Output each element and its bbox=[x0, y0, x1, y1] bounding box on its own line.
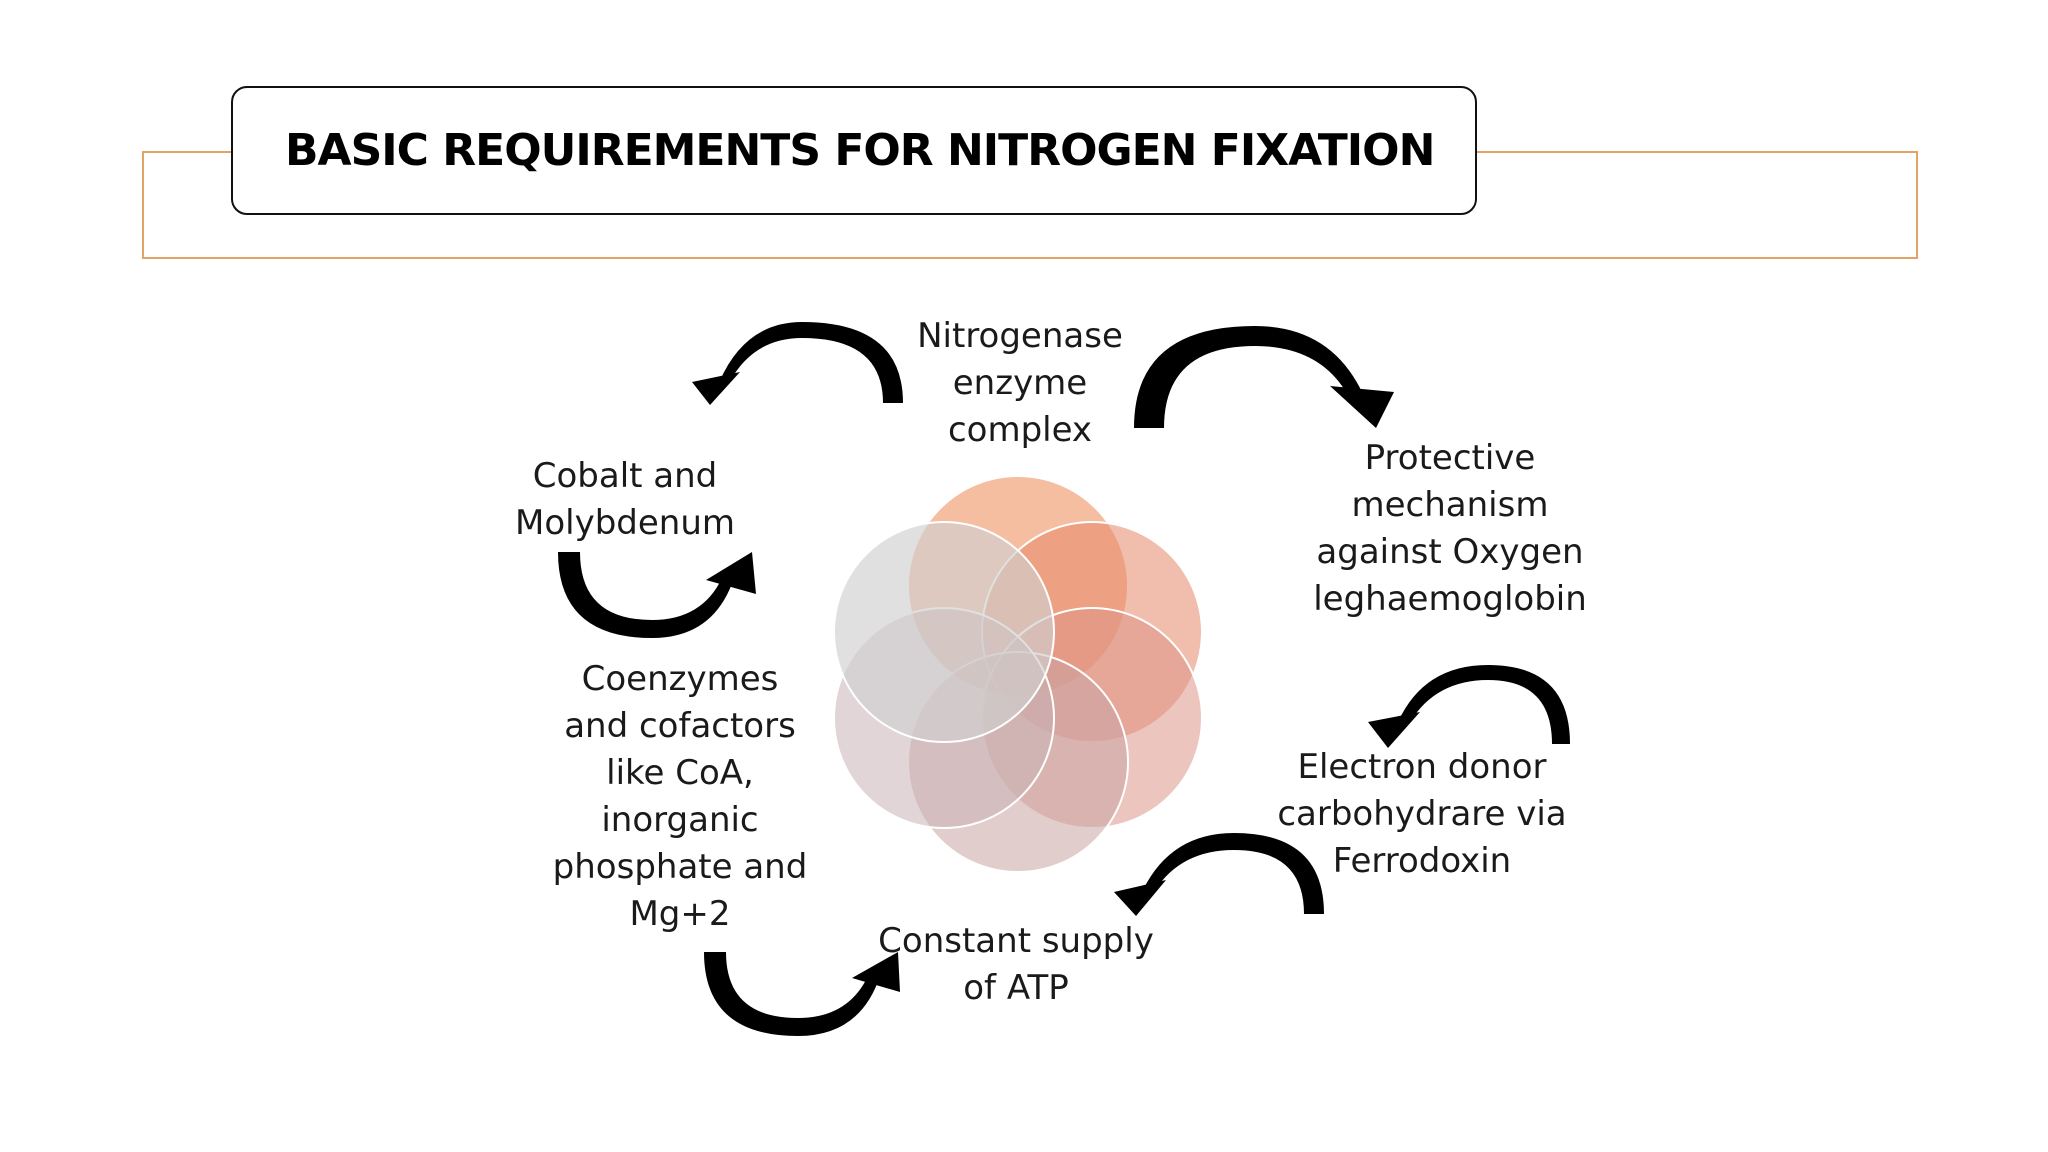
label-line: Cobalt and bbox=[532, 456, 718, 496]
label-line: and cofactors bbox=[564, 706, 796, 746]
arrowhead-electron-to-atp bbox=[1114, 880, 1166, 916]
arrowhead-coenzymes-to-cobalt bbox=[706, 552, 756, 594]
center-circles bbox=[833, 475, 1203, 873]
label-line: phosphate and bbox=[552, 847, 808, 887]
label-line: of ATP bbox=[963, 968, 1069, 1008]
label-electron: Electron donor carbohydrare via Ferrodox… bbox=[1262, 744, 1582, 885]
label-atp: Constant supply of ATP bbox=[866, 918, 1166, 1012]
label-line: carbohydrare via bbox=[1277, 794, 1567, 834]
label-line: Constant supply bbox=[878, 921, 1154, 961]
arrowhead-nitrogenase-to-protective bbox=[1330, 386, 1394, 428]
page-title: BASIC REQUIREMENTS FOR NITROGEN FIXATION bbox=[285, 125, 1435, 176]
arrowhead-nitrogenase-to-cobalt bbox=[692, 372, 740, 405]
circle-upper-left bbox=[833, 521, 1055, 743]
label-nitrogenase: Nitrogenase enzyme complex bbox=[880, 313, 1160, 454]
arrow-electron-to-atp bbox=[1142, 833, 1324, 914]
label-line: like CoA, bbox=[606, 753, 754, 793]
label-line: mechanism bbox=[1351, 485, 1549, 525]
arrowhead-coenzymes-to-atp bbox=[852, 952, 900, 992]
label-line: Protective bbox=[1364, 438, 1536, 478]
label-line: inorganic bbox=[601, 800, 759, 840]
label-line: Nitrogenase bbox=[917, 316, 1123, 356]
arrow-coenzymes-to-atp bbox=[704, 952, 880, 1036]
arrow-nitrogenase-to-cobalt bbox=[718, 322, 903, 403]
label-cobalt: Cobalt and Molybdenum bbox=[480, 453, 770, 547]
label-line: leghaemoglobin bbox=[1313, 579, 1587, 619]
title-box: BASIC REQUIREMENTS FOR NITROGEN FIXATION bbox=[231, 86, 1477, 215]
label-line: Mg+2 bbox=[629, 894, 731, 934]
label-line: Ferrodoxin bbox=[1332, 841, 1512, 881]
label-line: Molybdenum bbox=[514, 503, 735, 543]
label-protective: Protective mechanism against Oxygen legh… bbox=[1290, 435, 1610, 623]
label-line: against Oxygen bbox=[1316, 532, 1584, 572]
arrow-nitrogenase-to-protective bbox=[1134, 326, 1362, 428]
arrowhead-electron-upper bbox=[1368, 712, 1420, 748]
cycle-arrows bbox=[558, 322, 1570, 1036]
label-line: complex bbox=[947, 410, 1093, 450]
label-line: Coenzymes bbox=[581, 659, 779, 699]
label-coenzymes: Coenzymes and cofactors like CoA, inorga… bbox=[530, 656, 830, 938]
label-line: enzyme bbox=[952, 363, 1088, 403]
arrow-coenzymes-to-cobalt bbox=[558, 552, 734, 638]
label-line: Electron donor bbox=[1297, 747, 1547, 787]
arrow-electron-upper bbox=[1398, 665, 1570, 744]
